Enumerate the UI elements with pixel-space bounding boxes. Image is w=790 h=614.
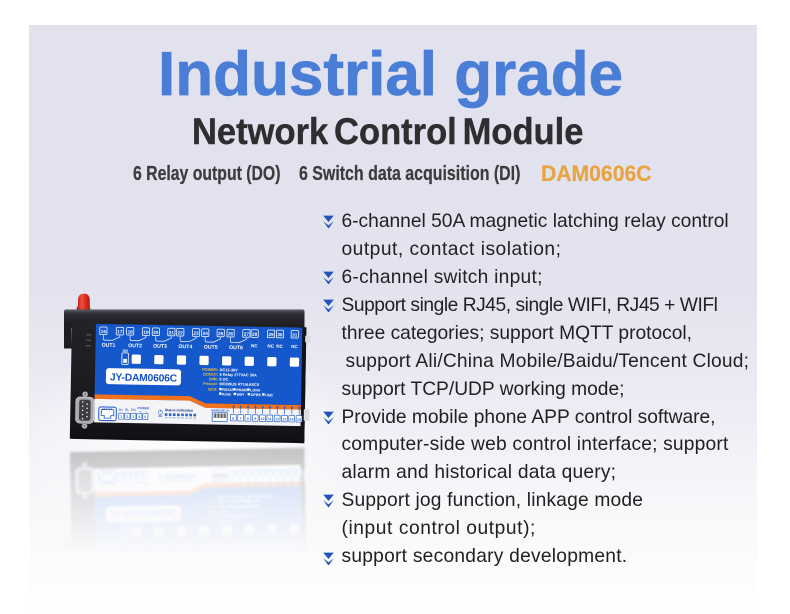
svg-text:22: 22 bbox=[178, 330, 184, 335]
svg-text:20: 20 bbox=[153, 330, 159, 335]
svg-text:1: 1 bbox=[120, 415, 122, 419]
svg-text:26: 26 bbox=[228, 331, 234, 336]
svg-text:23: 23 bbox=[193, 331, 199, 336]
svg-text:GPRS: GPRS bbox=[251, 393, 262, 397]
svg-text:RS232: RS232 bbox=[222, 388, 233, 392]
svg-text:A+: A+ bbox=[119, 408, 123, 412]
svg-text:FG: FG bbox=[131, 408, 136, 412]
svg-text:POWER: POWER bbox=[137, 406, 150, 410]
svg-text:27: 27 bbox=[244, 332, 250, 337]
svg-text:Status indication: Status indication bbox=[165, 408, 193, 413]
svg-text:ON: ON bbox=[123, 349, 129, 353]
svg-text:28: 28 bbox=[252, 332, 258, 337]
svg-text:2: 2 bbox=[126, 415, 128, 419]
svg-text:12: 12 bbox=[275, 417, 279, 421]
svg-text:NC: NC bbox=[276, 344, 283, 349]
svg-text:11: 11 bbox=[268, 417, 272, 421]
svg-text:9: 9 bbox=[254, 417, 256, 421]
svg-text:18: 18 bbox=[128, 329, 134, 334]
svg-text:RJ45: RJ45 bbox=[222, 392, 231, 396]
svg-text:OUT6: OUT6 bbox=[229, 345, 243, 351]
svg-text:19: 19 bbox=[143, 330, 149, 335]
svg-text:14: 14 bbox=[290, 418, 294, 422]
svg-text:7: 7 bbox=[240, 417, 242, 421]
svg-text:ADDRESS(1-9): ADDRESS(1-9) bbox=[211, 408, 229, 412]
svg-text:GCX:: GCX: bbox=[208, 387, 218, 392]
svg-text:DOOUT:: DOOUT: bbox=[203, 372, 218, 377]
svg-text:29: 29 bbox=[268, 332, 274, 337]
svg-text:21: 21 bbox=[169, 330, 175, 335]
svg-text:JY-DAM0606C: JY-DAM0606C bbox=[110, 372, 178, 384]
svg-text:31: 31 bbox=[292, 332, 298, 337]
svg-text:+: + bbox=[139, 410, 141, 414]
svg-text:OUT1: OUT1 bbox=[102, 343, 116, 349]
svg-text:NC: NC bbox=[267, 344, 274, 349]
svg-text:NC: NC bbox=[251, 343, 258, 348]
svg-text:15: 15 bbox=[297, 418, 301, 422]
svg-text:10: 10 bbox=[261, 417, 265, 421]
svg-text:13: 13 bbox=[282, 417, 286, 421]
svg-text:DC12-36V: DC12-36V bbox=[220, 367, 239, 372]
svg-text:3: 3 bbox=[132, 415, 134, 419]
svg-text:USB: USB bbox=[265, 393, 273, 397]
svg-text:6: 6 bbox=[232, 416, 234, 420]
svg-text:17: 17 bbox=[117, 329, 123, 334]
svg-text:4: 4 bbox=[138, 415, 140, 419]
svg-text:6 Relay 277VAC 30A: 6 Relay 277VAC 30A bbox=[219, 372, 257, 378]
svg-text:DIIN:: DIIN: bbox=[209, 376, 218, 381]
svg-text:OUT3: OUT3 bbox=[153, 344, 167, 350]
svg-text:WIFI: WIFI bbox=[237, 393, 245, 397]
svg-text:16: 16 bbox=[101, 329, 107, 334]
svg-text:30: 30 bbox=[277, 332, 283, 337]
svg-text:OUT5: OUT5 bbox=[204, 345, 218, 351]
svg-text:LORA: LORA bbox=[250, 388, 261, 392]
svg-text:RS485: RS485 bbox=[236, 388, 247, 392]
svg-text:25: 25 bbox=[218, 331, 224, 336]
svg-text:POWER:: POWER: bbox=[202, 367, 218, 372]
svg-text:OUT2: OUT2 bbox=[128, 343, 142, 349]
svg-text:B-: B- bbox=[125, 408, 129, 412]
svg-text:NC: NC bbox=[291, 344, 298, 349]
svg-text:-: - bbox=[146, 410, 147, 414]
svg-text:6 DC: 6 DC bbox=[219, 377, 228, 382]
svg-text:Prtocol:: Prtocol: bbox=[203, 381, 218, 386]
svg-text:MODBUS RTU&ASCII: MODBUS RTU&ASCII bbox=[219, 381, 259, 387]
svg-text:8: 8 bbox=[247, 417, 249, 421]
svg-text:24: 24 bbox=[203, 331, 209, 336]
svg-text:5: 5 bbox=[144, 415, 146, 419]
svg-text:OUT4: OUT4 bbox=[178, 344, 192, 350]
